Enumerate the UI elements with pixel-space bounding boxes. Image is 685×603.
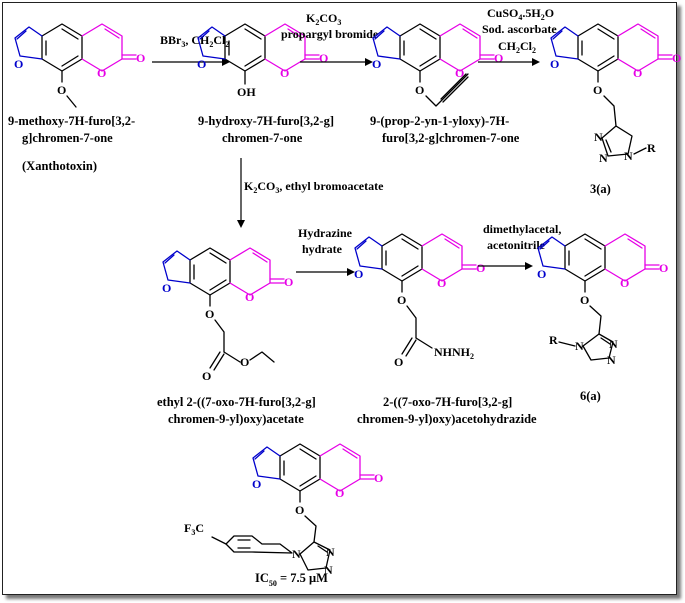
svg-text:O: O xyxy=(354,267,363,281)
molecule-hydrazide: O O O O O NHNH2 xyxy=(354,233,485,369)
svg-text:O: O xyxy=(455,66,464,80)
svg-text:O: O xyxy=(494,51,503,65)
svg-text:N: N xyxy=(607,353,616,367)
m1-caption-line2: g]chromen-7-one xyxy=(22,131,113,145)
svg-text:O: O xyxy=(620,276,629,290)
svg-text:O: O xyxy=(580,293,589,307)
m2-caption-line2: chromen-7-one xyxy=(222,131,303,145)
ring-oxygen: O xyxy=(97,66,106,80)
r-group: R xyxy=(549,333,558,347)
svg-text:O: O xyxy=(633,66,642,80)
svg-text:O: O xyxy=(319,51,328,65)
reagent-3-line2: Sod. ascorbate xyxy=(482,22,557,36)
svg-text:O: O xyxy=(374,471,383,485)
methoxy-oxygen: O xyxy=(57,83,66,97)
svg-text:N: N xyxy=(575,339,584,353)
svg-text:O: O xyxy=(240,355,249,369)
reagent-6-line2: acetonitrile xyxy=(487,238,546,252)
svg-text:O: O xyxy=(202,369,211,383)
svg-text:O: O xyxy=(245,290,254,304)
reagent-3-line3: CH2Cl2 xyxy=(498,39,536,55)
molecule-3a-triazole: O O O O N N N R xyxy=(550,23,681,165)
svg-text:O: O xyxy=(415,83,424,97)
svg-text:O: O xyxy=(284,275,293,289)
m6-caption-line2: chromen-9-yl)oxy)acetohydrazide xyxy=(357,412,537,426)
svg-text:O: O xyxy=(672,51,681,65)
svg-text:N: N xyxy=(326,545,335,559)
svg-text:N: N xyxy=(594,130,603,144)
svg-text:O: O xyxy=(394,355,403,369)
m1-common-name: (Xanthotoxin) xyxy=(22,159,97,173)
figure-frame xyxy=(2,2,677,595)
svg-text:N: N xyxy=(624,149,633,163)
r-group: R xyxy=(647,141,656,155)
carbonyl-oxygen: O xyxy=(136,51,145,65)
reagent-5-line1: Hydrazine xyxy=(298,226,353,240)
ic50-label: IC50 = 7.5 μM xyxy=(255,571,328,588)
reagent-3-line1: CuSO4.5H2O xyxy=(487,6,554,22)
svg-text:O: O xyxy=(162,281,171,295)
hydroxyl-label: OH xyxy=(237,85,256,99)
svg-text:O: O xyxy=(437,276,446,290)
svg-text:O: O xyxy=(476,261,485,275)
m3-caption-line1: 9-(prop-2-yn-1-yloxy)-7H- xyxy=(370,114,509,128)
cf3-label: F3C xyxy=(184,521,204,537)
svg-text:N: N xyxy=(609,337,618,351)
m6-caption-line1: 2-((7-oxo-7H-furo[3,2-g] xyxy=(383,395,512,409)
svg-text:O: O xyxy=(593,83,602,97)
reagent-6-line1: dimethylacetal, xyxy=(483,222,561,236)
svg-text:O: O xyxy=(295,503,304,517)
svg-text:O: O xyxy=(397,293,406,307)
svg-text:O: O xyxy=(372,57,381,71)
molecule-xanthotoxin: O O O O xyxy=(14,23,145,108)
molecule-6a-triazole: O O O O N N N R xyxy=(537,233,668,367)
molecule-ethyl-ester: O O O O O O xyxy=(162,247,293,383)
reagent-4: K2CO3, ethyl bromoacetate xyxy=(244,179,384,195)
svg-text:O: O xyxy=(252,477,261,491)
svg-text:O: O xyxy=(197,57,206,71)
svg-text:N: N xyxy=(599,151,608,165)
svg-text:N: N xyxy=(292,547,301,561)
svg-text:O: O xyxy=(335,486,344,500)
m1-caption-line1: 9-methoxy-7H-furo[3,2- xyxy=(8,114,135,128)
molecule-9-hydroxy: O O O OH xyxy=(197,23,328,99)
svg-text:O: O xyxy=(280,66,289,80)
m5-caption-line2: chromen-9-yl)oxy)acetate xyxy=(168,412,304,426)
m5-caption-line1: ethyl 2-((7-oxo-7H-furo[3,2-g] xyxy=(157,395,316,409)
hydrazide-label: NHNH2 xyxy=(434,345,474,361)
m4-caption: 3(a) xyxy=(590,182,611,196)
m3-caption-line2: furo[3,2-g]chromen-7-one xyxy=(382,131,520,145)
m2-caption-line1: 9-hydroxy-7H-furo[3,2-g] xyxy=(198,114,334,128)
reagent-2-line1: K2CO3 xyxy=(306,11,341,27)
molecule-propargyl-ether: O O O O xyxy=(372,23,503,107)
svg-text:O: O xyxy=(537,267,546,281)
svg-text:N: N xyxy=(324,563,333,577)
molecule-cf3-phenyl-triazole: O O O O N N N F3C xyxy=(184,443,383,577)
svg-text:O: O xyxy=(659,261,668,275)
svg-text:O: O xyxy=(205,307,214,321)
svg-text:O: O xyxy=(550,57,559,71)
reagent-5-line2: hydrate xyxy=(302,242,343,256)
reagent-1: BBr3, CH2Cl2 xyxy=(160,33,229,49)
furan-oxygen: O xyxy=(14,57,23,71)
reagent-2-line2: propargyl bromide xyxy=(281,27,379,41)
m7-caption: 6(a) xyxy=(580,389,601,403)
